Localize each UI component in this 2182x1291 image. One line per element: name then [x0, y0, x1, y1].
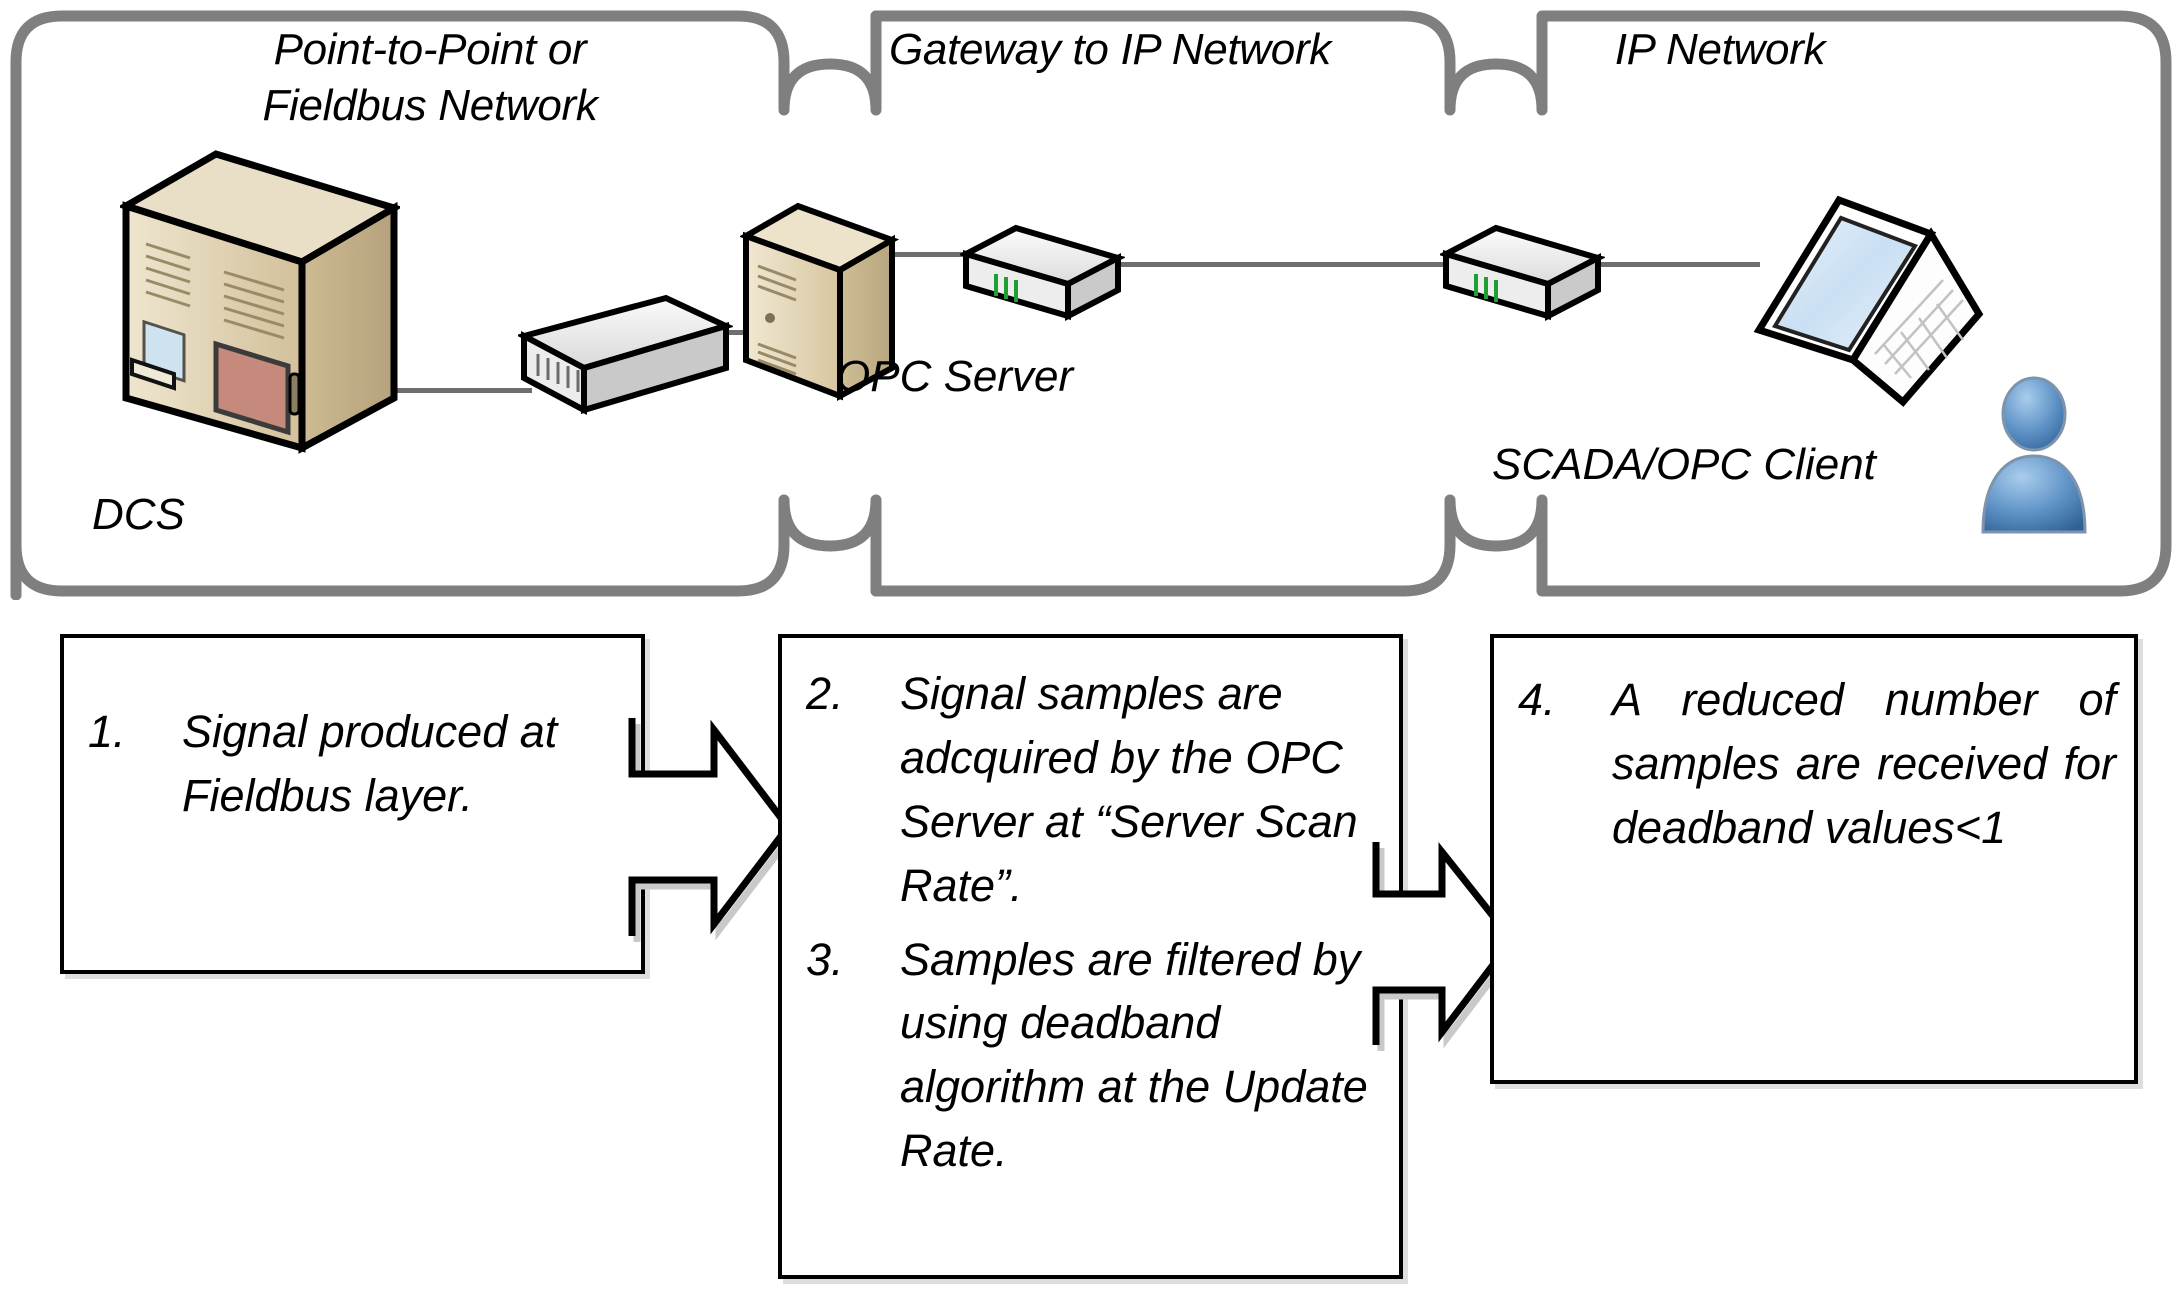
step-number: 3.	[806, 933, 844, 985]
link-router-to-router	[1118, 262, 1454, 267]
step-box-reduced-samples: 4. A reduced number of samples are recei…	[1490, 634, 2138, 1084]
brace-zone-2-top	[870, 10, 1502, 116]
link-switch-to-opc-server	[700, 330, 762, 335]
step-item: 1. Signal produced at Fieldbus layer.	[64, 700, 641, 828]
brace-zone-2-left-top	[824, 10, 882, 116]
step-item: 2. Signal samples are adcquired by the O…	[782, 662, 1399, 918]
user-avatar-icon	[1975, 376, 2093, 541]
step-item: 3. Samples are filtered by using deadban…	[782, 928, 1399, 1184]
device-label-opc-server: OPC Server	[836, 352, 1074, 401]
step-text: Signal produced at Fieldbus layer.	[182, 706, 558, 821]
step-text: Signal samples are adcquired by the OPC …	[900, 668, 1358, 911]
link-router-to-laptop	[1600, 262, 1760, 267]
zone-brace-outlines	[10, 10, 2172, 600]
step-list-3: 4. A reduced number of samples are recei…	[1494, 638, 2134, 860]
brace-zone-3	[1490, 10, 2172, 597]
zone-title-ip-network: IP Network	[1614, 25, 1826, 74]
zone-title-fieldbus: Point-to-Point or Fieldbus Network	[262, 25, 598, 131]
step-number: 2.	[806, 668, 844, 719]
network-architecture-band: Point-to-Point or Fieldbus Network Gatew…	[0, 0, 2182, 600]
device-label-scada-opc-client: SCADA/OPC Client	[1492, 440, 1876, 489]
server-tower-icon	[738, 200, 900, 435]
zone-title-gateway: Gateway to IP Network	[888, 25, 1331, 74]
arrow-step1-to-step2	[628, 718, 796, 942]
laptop-icon	[1735, 192, 1985, 417]
step-box-signal-produced: 1. Signal produced at Fieldbus layer.	[60, 634, 645, 974]
step-text: A reduced number of samples are received…	[1612, 674, 2116, 853]
dcs-cabinet-icon	[117, 148, 403, 483]
brace-zone-1-bottom	[10, 494, 836, 600]
brace-zone-2-bottom	[870, 494, 1502, 597]
network-switch-icon	[515, 292, 735, 437]
step-item: 4. A reduced number of samples are recei…	[1494, 668, 2134, 860]
step-number: 4.	[1518, 674, 1556, 725]
device-label-dcs: DCS	[92, 490, 185, 539]
step-box-acquire-and-filter: 2. Signal samples are adcquired by the O…	[778, 634, 1403, 1279]
step-number: 1.	[88, 706, 126, 757]
router-icon	[958, 222, 1126, 347]
link-opc-server-to-router	[880, 252, 972, 257]
step-list-2: 2. Signal samples are adcquired by the O…	[782, 638, 1399, 1183]
step-list-1: 1. Signal produced at Fieldbus layer.	[64, 638, 641, 828]
step-text: Samples are filtered by using deadband a…	[900, 933, 1368, 1177]
link-dcs-to-switch	[392, 388, 532, 393]
router-icon	[1438, 222, 1606, 347]
brace-zone-2-left-bottom	[824, 494, 882, 597]
brace-zone-1-top	[10, 10, 836, 600]
